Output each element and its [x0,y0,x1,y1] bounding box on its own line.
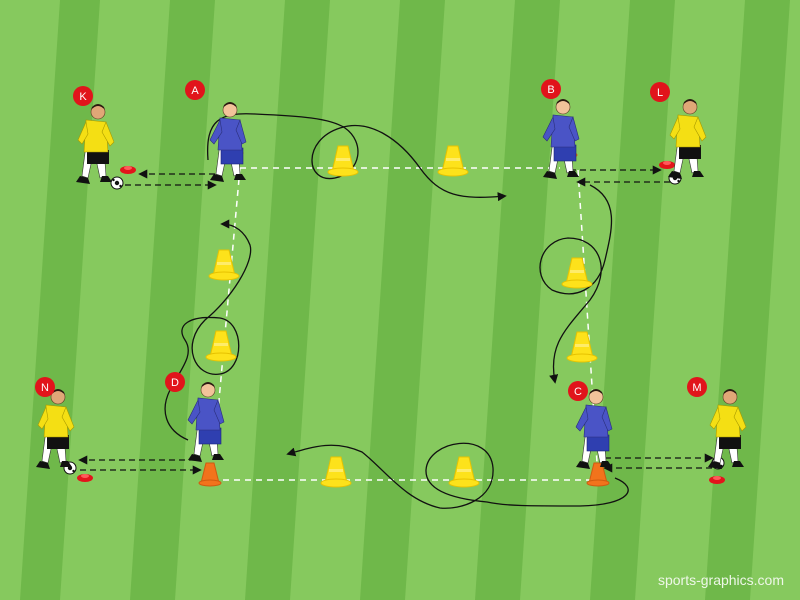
marker-l [659,161,675,169]
svg-text:M: M [692,382,701,394]
label-l: L [650,82,670,102]
svg-text:K: K [79,91,87,103]
passing-lines [70,165,714,475]
credit-text: sports-graphics.com [657,572,784,588]
label-d: D [165,372,185,392]
balls [63,171,725,475]
svg-text:A: A [191,85,199,97]
label-n: N [35,377,55,397]
player-n [35,388,75,470]
marker-n [77,474,93,482]
red-markers [77,161,725,484]
svg-text:L: L [657,87,663,99]
svg-text:D: D [171,377,179,389]
label-b: B [541,79,561,99]
svg-text:C: C [574,386,582,398]
label-a: A [185,80,205,100]
ball-k [110,176,124,190]
marker-k [120,166,136,174]
svg-text:N: N [41,382,49,394]
svg-text:B: B [547,84,554,96]
label-m: M [687,377,707,397]
label-c: C [568,381,588,401]
label-k: K [73,86,93,106]
player-labels: K A B L N D C M [35,79,707,401]
marker-m [709,476,725,484]
